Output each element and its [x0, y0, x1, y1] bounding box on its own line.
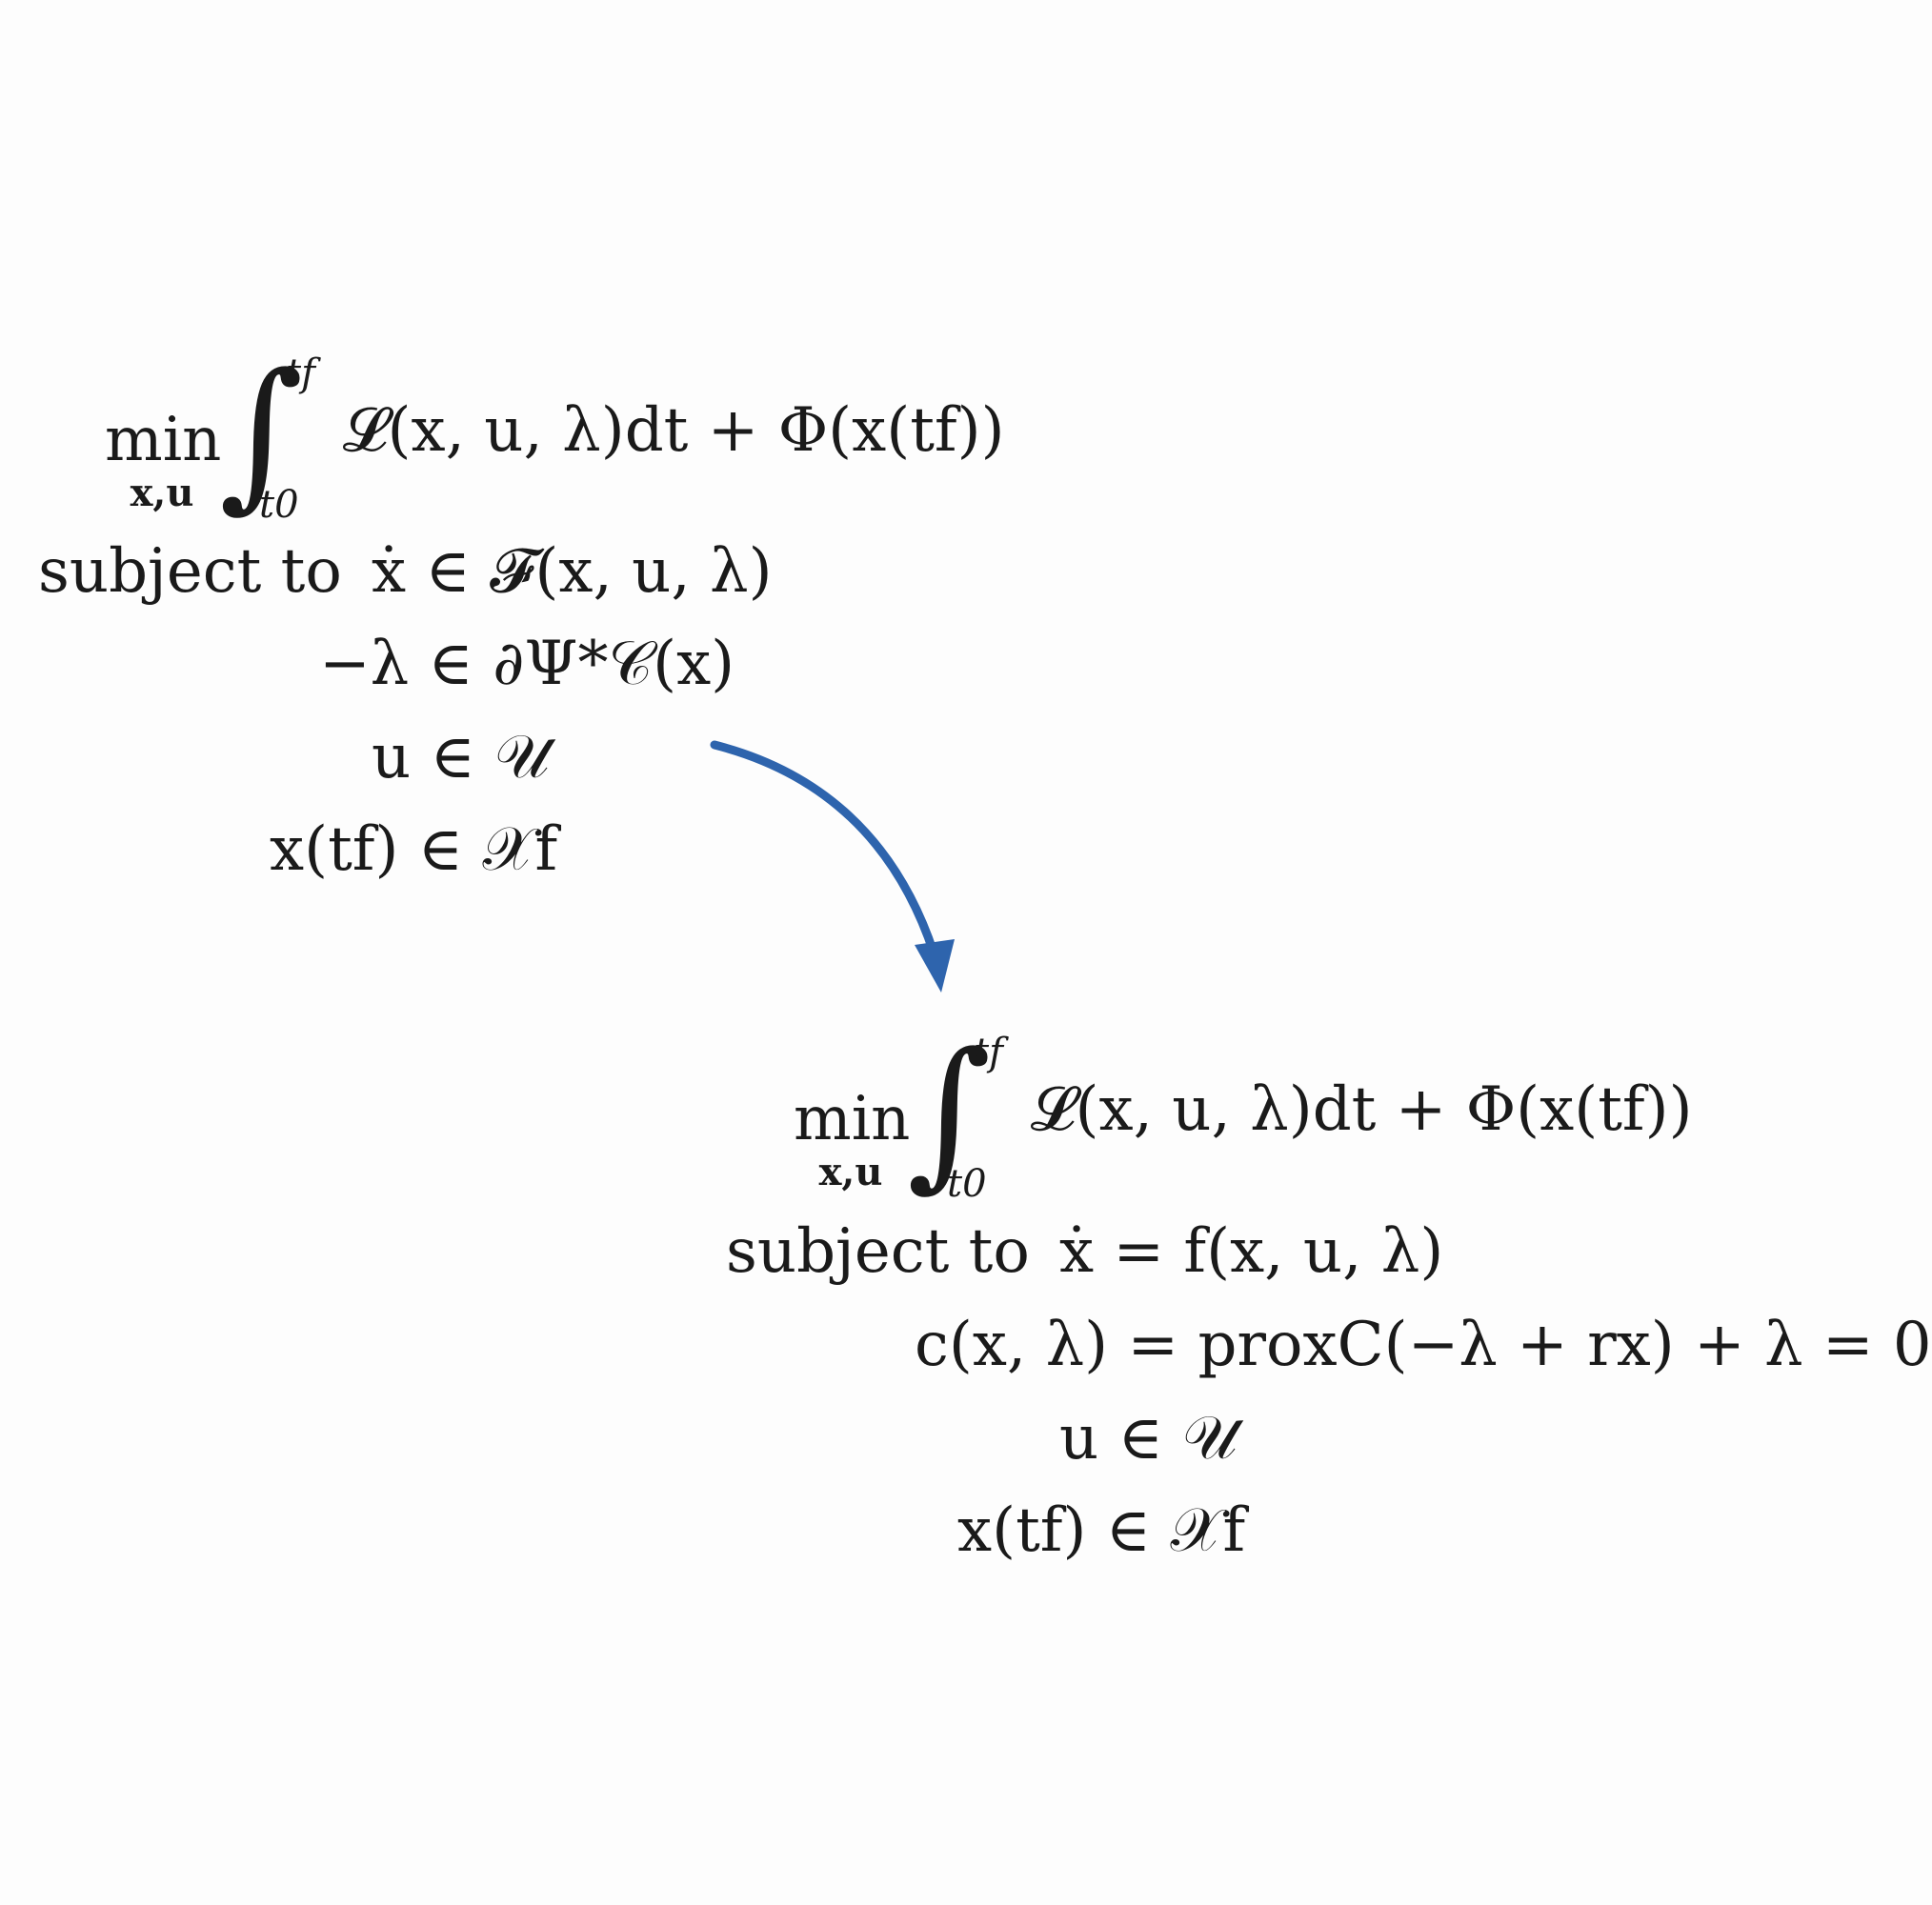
subject-to-label-2: subject to [726, 1216, 1030, 1287]
integral-upper-limit-2: tf [974, 1031, 1003, 1074]
constraint-control-set: u ∈ 𝒰 [372, 722, 550, 792]
min-operator: min x,u [105, 405, 222, 515]
constraint-terminal-set-2: x(tf) ∈ 𝒳f [957, 1495, 1246, 1566]
min-operator-2: min x,u [794, 1084, 911, 1194]
integral-upper-limit: tf [286, 351, 315, 395]
min-variables: x,u [130, 471, 194, 515]
constraint-prox-equation: c(x, λ) = proxC(−λ + rx) + λ = 0 [915, 1310, 1932, 1380]
constraint-terminal-set: x(tf) ∈ 𝒳f [270, 814, 558, 885]
objective-expression-2: 𝓛(x, u, λ)dt + Φ(x(tf)) [1031, 1074, 1693, 1145]
constraint-control-set-2: u ∈ 𝒰 [1059, 1403, 1238, 1474]
constraint-complementarity: −λ ∈ ∂Ψ*𝒞(x) [319, 629, 735, 699]
integral-lower-limit-2: t0 [947, 1162, 987, 1206]
constraint-dynamics: ẋ ∈ 𝓕(x, u, λ) [372, 536, 773, 607]
integral-lower-limit: t0 [259, 483, 299, 527]
min-word-2: min [794, 1084, 911, 1154]
constraint-dynamics-2: ẋ = f(x, u, λ) [1059, 1216, 1444, 1287]
min-word: min [105, 405, 222, 475]
integral-sign: ∫ [219, 339, 304, 528]
integral-sign-2: ∫ [907, 1018, 992, 1207]
subject-to-label: subject to [38, 536, 342, 607]
min-variables-2: x,u [818, 1150, 883, 1194]
objective-expression: 𝓛(x, u, λ)dt + Φ(x(tf)) [343, 395, 1005, 466]
